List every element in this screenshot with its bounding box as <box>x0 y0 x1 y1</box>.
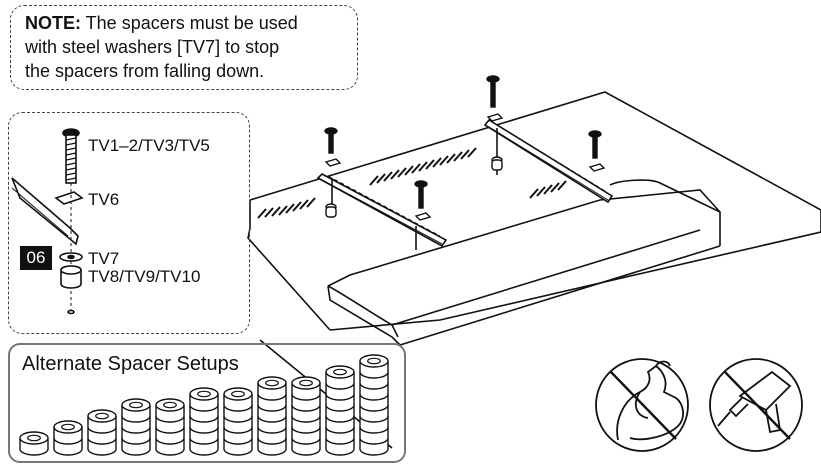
spacer-stack <box>121 398 151 456</box>
main-screws <box>324 75 606 221</box>
spacer-stacks <box>19 354 389 456</box>
label-spacer: TV8/TV9/TV10 <box>88 267 201 286</box>
note-line-3: the spacers from falling down. <box>25 61 265 81</box>
spacer-stack <box>189 387 219 456</box>
note-line-2: with steel washers [TV7] to stop <box>25 37 280 57</box>
note-prefix: NOTE: <box>25 13 81 33</box>
spacer-stack <box>359 354 389 456</box>
vent-slots <box>257 147 567 219</box>
label-screw: TV1–2/TV3/TV5 <box>88 136 210 155</box>
step-number: 06 <box>20 246 52 270</box>
spacer-stack <box>87 409 117 456</box>
spacer-stack <box>325 365 355 456</box>
detail-inset <box>8 112 250 334</box>
alternate-spacer-panel: Alternate Spacer Setups <box>8 343 406 463</box>
spacer-stack <box>19 431 49 456</box>
spacer-stack <box>155 398 185 456</box>
note-callout: NOTE: The spacers must be used with stee… <box>10 5 358 90</box>
mounting-arm-left <box>316 173 448 250</box>
detail-drawing <box>11 128 84 315</box>
label-washer: TV7 <box>88 249 120 268</box>
spacer-stack <box>291 376 321 456</box>
spacer-stack <box>257 376 287 456</box>
spacer-stack <box>53 420 83 456</box>
mounting-arm-right <box>483 118 614 204</box>
spacer-stack <box>223 387 253 456</box>
note-line-1: NOTE: The spacers must be used <box>25 11 357 35</box>
alternate-spacer-title: Alternate Spacer Setups <box>22 353 239 375</box>
note-text-1: The spacers must be used <box>81 13 298 33</box>
label-plate: TV6 <box>88 190 120 209</box>
